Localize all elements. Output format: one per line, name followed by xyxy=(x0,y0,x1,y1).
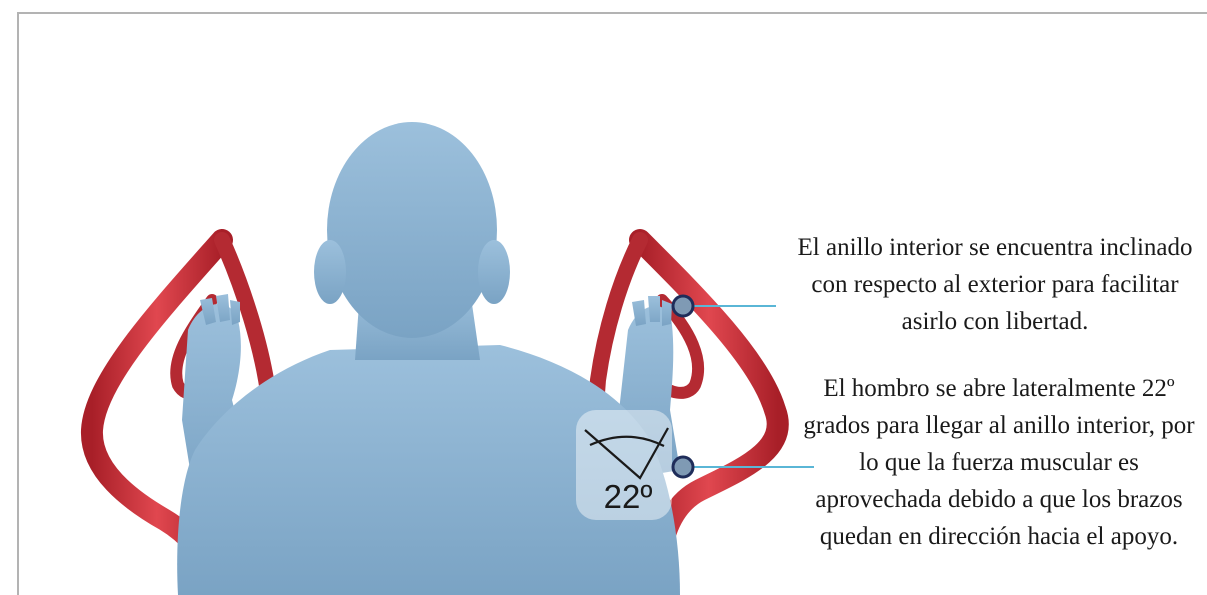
marker-dot xyxy=(673,296,693,316)
inner-ring-caption: El anillo interior se encuentra inclinad… xyxy=(790,229,1200,340)
angle-label: 22º xyxy=(584,478,672,516)
marker-dot xyxy=(673,457,693,477)
left-ear xyxy=(314,240,346,304)
head xyxy=(327,122,497,338)
shoulder-caption: El hombro se abre lateralmente 22º grado… xyxy=(794,370,1204,555)
right-ear xyxy=(478,240,510,304)
